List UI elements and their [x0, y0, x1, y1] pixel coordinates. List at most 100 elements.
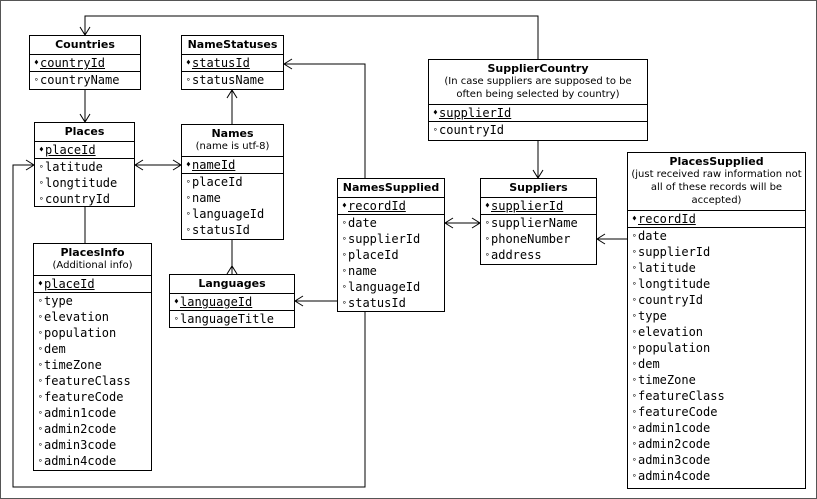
attribute-marker: ∘ — [342, 266, 347, 275]
entity-header: Languages — [170, 275, 294, 294]
entity-suppliers[interactable]: Suppliers ♦supplierId ∘supplierName ∘pho… — [480, 178, 597, 265]
attribute-statusId: ∘statusId — [186, 223, 250, 237]
crowfoot-languages-right — [294, 295, 304, 307]
attribute-type: ∘type — [38, 294, 73, 308]
entity-title: NamesSupplied — [342, 181, 440, 194]
entity-suppliercountry[interactable]: SupplierCountry (In case suppliers are s… — [428, 59, 648, 141]
key-marker: ♦ — [34, 58, 39, 67]
attribute-admin4code: ∘admin4code — [632, 469, 711, 483]
attribute-marker: ∘ — [485, 218, 490, 227]
attribute-admin3code: ∘admin3code — [38, 438, 117, 452]
key-marker: ♦ — [342, 201, 347, 210]
attribute-marker: ∘ — [632, 391, 637, 400]
entity-title: Countries — [55, 38, 115, 51]
attribute-timeZone: ∘timeZone — [632, 373, 696, 387]
attribute-marker: ∘ — [38, 328, 43, 337]
attribute-statusId: ∘statusId — [342, 296, 406, 310]
pk-attribute-placeId: ♦placeId — [39, 143, 96, 157]
attribute-marker: ∘ — [38, 392, 43, 401]
entity-note: (Additional info) — [52, 260, 133, 271]
entity-languages[interactable]: Languages ♦languageId ∘languageTitle — [169, 274, 295, 328]
link-places-namessupplied — [12, 164, 366, 488]
primary-key-section: ♦placeId — [35, 142, 134, 159]
attribute-latitude: ∘latitude — [39, 160, 103, 174]
attribute-marker: ∘ — [485, 234, 490, 243]
attribute-featureCode: ∘featureCode — [38, 390, 124, 404]
pk-attribute-supplierId: ♦supplierId — [433, 106, 512, 120]
attribute-admin2code: ∘admin2code — [632, 437, 711, 451]
attribute-marker: ∘ — [632, 263, 637, 272]
attribute-marker: ∘ — [632, 471, 637, 480]
entity-countries[interactable]: Countries ♦countryId ∘countryName — [29, 35, 141, 90]
entity-namestatuses[interactable]: NameStatuses ♦statusId ∘statusName — [181, 35, 284, 90]
primary-key-section: ♦statusId — [182, 55, 283, 72]
attribute-marker: ∘ — [632, 311, 637, 320]
attribute-admin1code: ∘admin1code — [38, 406, 117, 420]
primary-key-section: ♦recordId — [628, 211, 805, 228]
attribute-admin3code: ∘admin3code — [632, 453, 711, 467]
primary-key-section: ♦countryId — [30, 55, 140, 72]
attribute-marker: ∘ — [632, 423, 637, 432]
attribute-admin4code: ∘admin4code — [38, 454, 117, 468]
attribute-date: ∘date — [632, 229, 667, 243]
entity-names[interactable]: Names (name is utf-8) ♦nameId ∘placeId ∘… — [181, 124, 284, 240]
pk-attribute-supplierId: ♦supplierId — [485, 199, 564, 213]
entity-note: (name is utf-8) — [195, 141, 270, 152]
entity-title: PlacesSupplied — [669, 155, 764, 168]
entity-places[interactable]: Places ♦placeId ∘latitude ∘longtitude ∘c… — [34, 122, 135, 207]
link-countries-suppliercountry — [84, 15, 539, 59]
attribute-marker: ∘ — [186, 209, 191, 218]
attribute-dem: ∘dem — [632, 357, 660, 371]
entity-title: Places — [64, 125, 105, 138]
attribute-marker: ∘ — [34, 75, 39, 84]
attribute-population: ∘population — [38, 326, 117, 340]
attribute-marker: ∘ — [38, 408, 43, 417]
crowfoot-suppliers-right — [596, 233, 606, 245]
primary-key-section: ♦nameId — [182, 157, 283, 174]
attribute-marker: ∘ — [632, 279, 637, 288]
entity-title: NameStatuses — [187, 38, 278, 51]
entity-header: NameStatuses — [182, 36, 283, 55]
pk-attribute-recordId: ♦recordId — [632, 212, 696, 226]
attribute-marker: ∘ — [342, 282, 347, 291]
pk-attribute-recordId: ♦recordId — [342, 199, 406, 213]
attribute-marker: ∘ — [342, 234, 347, 243]
attribute-marker: ∘ — [186, 193, 191, 202]
attribute-dem: ∘dem — [38, 342, 66, 356]
attribute-countryName: ∘countryName — [34, 73, 120, 87]
attribute-marker: ∘ — [433, 125, 438, 134]
attribute-languageId: ∘languageId — [186, 207, 265, 221]
link-namestatuses-namessupplied — [284, 63, 366, 178]
attribute-population: ∘population — [632, 341, 711, 355]
entity-placessupplied[interactable]: PlacesSupplied (just received raw inform… — [627, 152, 806, 489]
attribute-marker: ∘ — [632, 375, 637, 384]
entity-placesinfo[interactable]: PlacesInfo (Additional info) ♦placeId ∘t… — [33, 243, 152, 471]
entity-title: SupplierCountry — [487, 62, 589, 75]
entity-title: Languages — [198, 277, 266, 290]
attribute-marker: ∘ — [632, 327, 637, 336]
entity-note: (just received raw information not all o… — [631, 169, 802, 206]
attribute-marker: ∘ — [39, 194, 44, 203]
entity-note: (In case suppliers are supposed to be of… — [444, 76, 632, 100]
attribute-countryId: ∘countryId — [433, 123, 505, 137]
attribute-name: ∘name — [342, 264, 377, 278]
attribute-marker: ∘ — [186, 75, 191, 84]
entity-title: Names — [211, 127, 254, 140]
key-marker: ♦ — [39, 145, 44, 154]
attribute-languageTitle: ∘languageTitle — [174, 312, 274, 326]
entity-namessupplied[interactable]: NamesSupplied ♦recordId ∘date ∘supplierI… — [337, 178, 445, 312]
attribute-marker: ∘ — [632, 231, 637, 240]
attribute-latitude: ∘latitude — [632, 261, 696, 275]
attribute-marker: ∘ — [39, 178, 44, 187]
attribute-marker: ∘ — [174, 314, 179, 323]
attribute-marker: ∘ — [485, 250, 490, 259]
attribute-marker: ∘ — [632, 343, 637, 352]
entity-header: PlacesInfo (Additional info) — [34, 244, 151, 276]
attribute-marker: ∘ — [186, 225, 191, 234]
attribute-marker: ∘ — [38, 456, 43, 465]
attribute-type: ∘type — [632, 309, 667, 323]
attribute-marker: ∘ — [342, 218, 347, 227]
primary-key-section: ♦recordId — [338, 198, 444, 215]
